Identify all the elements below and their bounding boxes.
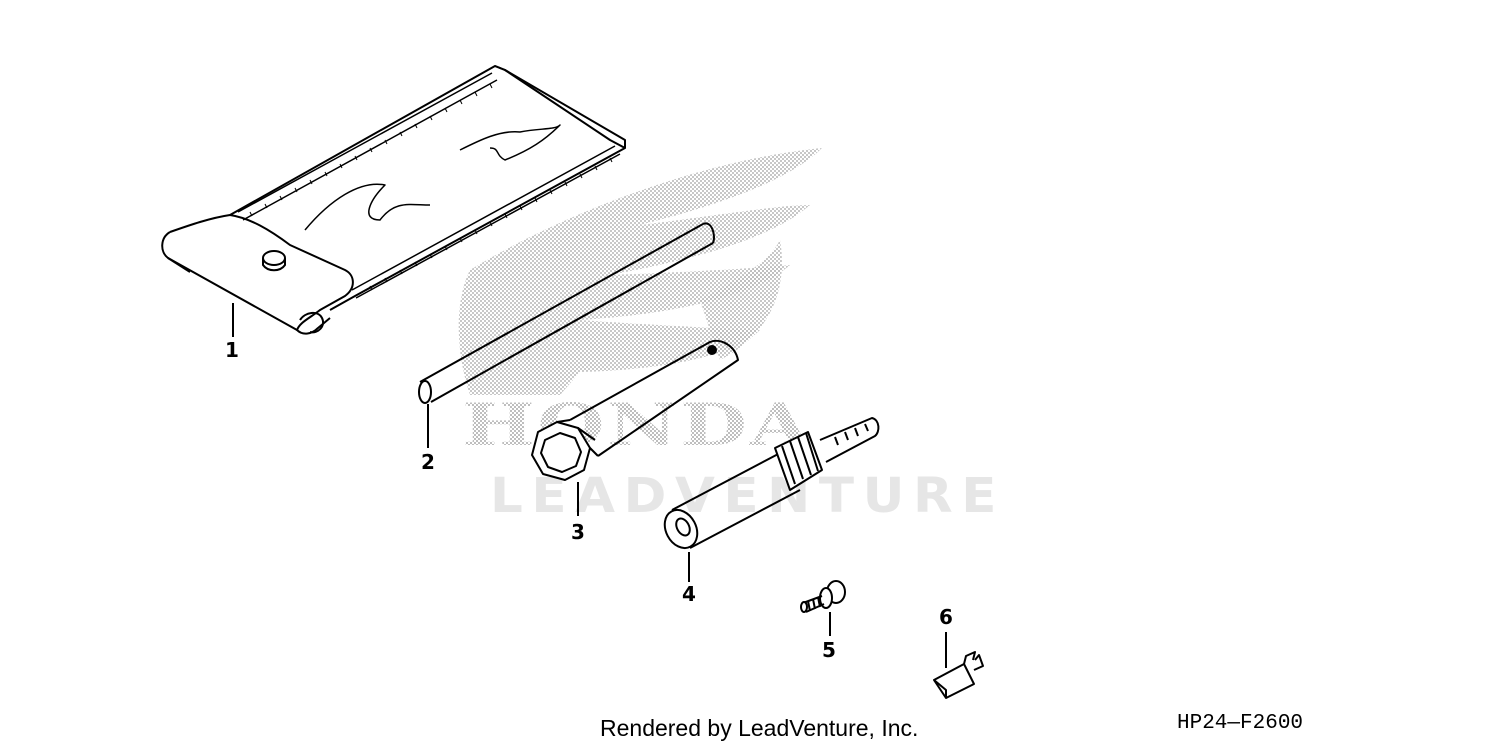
callout-5: 5: [822, 638, 836, 662]
callout-6: 6: [939, 605, 953, 629]
tool-bag-part: [161, 65, 626, 337]
callout-1: 1: [225, 338, 239, 362]
callout-4: 4: [682, 582, 696, 606]
render-credit: Rendered by LeadVenture, Inc.: [600, 715, 919, 741]
honda-logo-watermark: HONDA: [462, 391, 812, 459]
callout-3: 3: [571, 520, 585, 544]
fuse-part: [933, 632, 984, 699]
svg-text:LEADVENTURE: LEADVENTURE: [490, 468, 1005, 524]
plug-wrench-part: [663, 417, 880, 582]
leadventure-watermark: LEADVENTURE: [490, 468, 1005, 524]
diagram-code: HP24—F2600: [1177, 712, 1304, 735]
svg-text:HONDA: HONDA: [462, 391, 812, 459]
callout-2: 2: [421, 450, 435, 474]
box-wrench-part: [531, 340, 739, 516]
honda-wing-watermark: [458, 148, 822, 395]
bar-part: [418, 222, 715, 448]
screw-part: [800, 580, 846, 636]
